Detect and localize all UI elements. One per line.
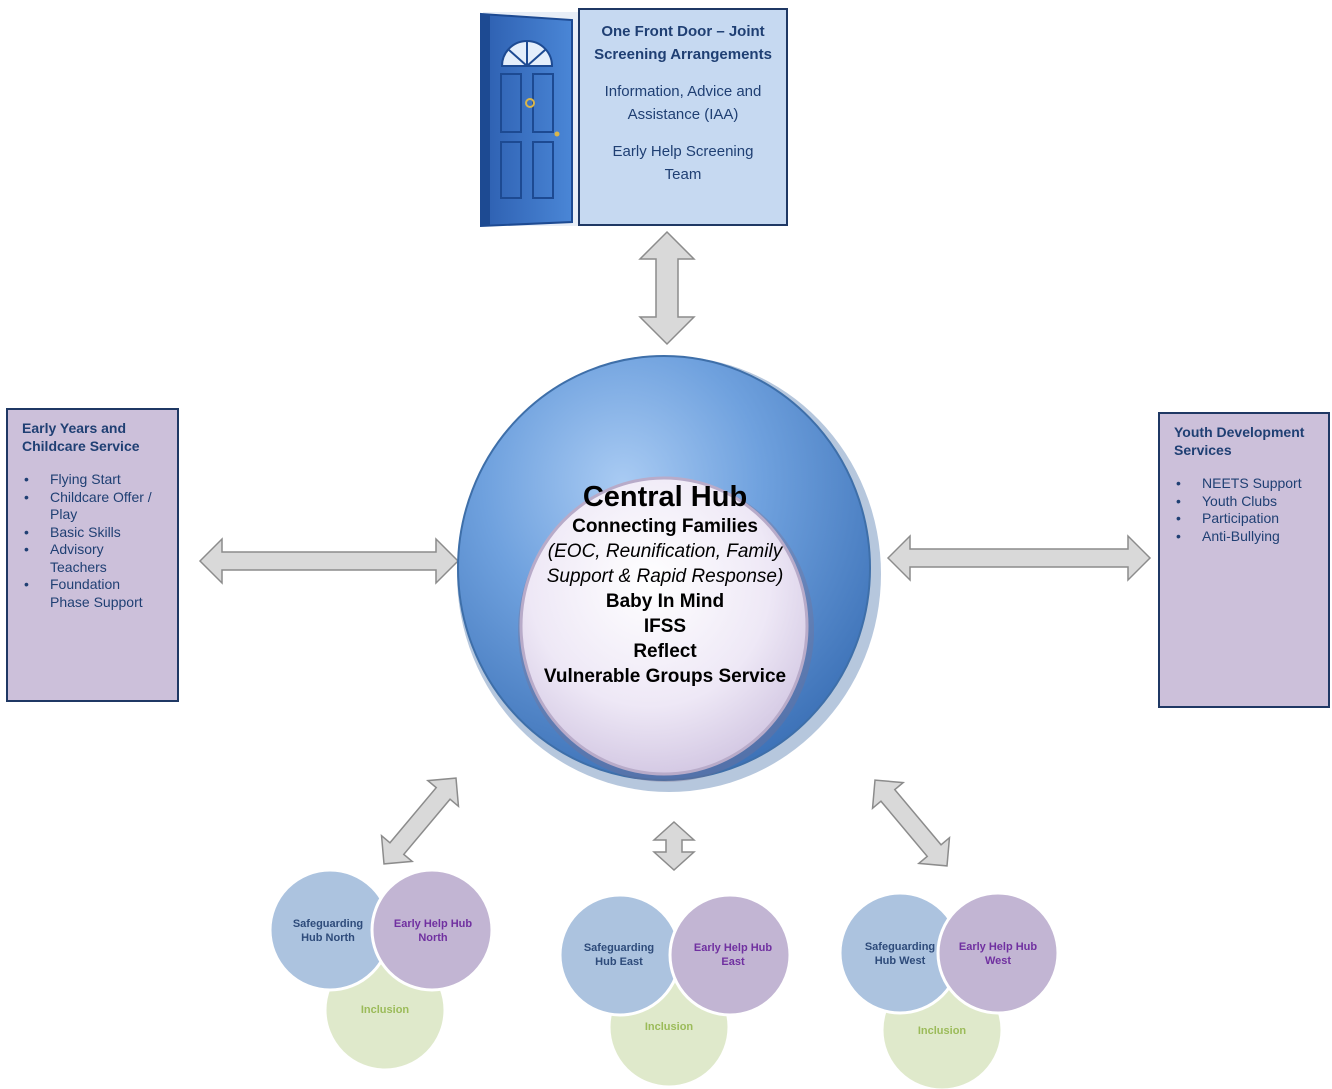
venn-north bbox=[268, 868, 494, 1072]
connecting-families: Connecting Families bbox=[572, 516, 758, 537]
safeguarding-hub-west: Safeguarding Hub West bbox=[864, 941, 936, 967]
list-item: Flying Start bbox=[22, 471, 163, 489]
youth-development-title: Youth Development Services bbox=[1174, 424, 1305, 458]
arrow-left-box-to-hub bbox=[198, 537, 460, 585]
venn-west bbox=[838, 891, 1060, 1089]
inclusion-north: Inclusion bbox=[360, 1004, 410, 1016]
safeguarding-hub-east: Safeguarding Hub East bbox=[583, 942, 655, 968]
central-hub-circle bbox=[457, 355, 881, 792]
list-item: Anti-Bullying bbox=[1174, 528, 1314, 546]
list-item: Foundation Phase Support bbox=[22, 576, 163, 611]
youth-development-list: NEETS Support Youth Clubs Participation … bbox=[1174, 475, 1314, 545]
early-years-title: Early Years and Childcare Service bbox=[22, 420, 140, 454]
venn-east bbox=[558, 893, 792, 1089]
ifss: IFSS bbox=[643, 616, 687, 637]
early-years-box: Early Years and Childcare Service Flying… bbox=[6, 408, 179, 702]
youth-development-box: Youth Development Services NEETS Support… bbox=[1158, 412, 1330, 708]
arrow-right-box-to-hub bbox=[886, 534, 1152, 582]
inclusion-west: Inclusion bbox=[917, 1025, 967, 1037]
front-door-iaa: Information, Advice and Assistance (IAA) bbox=[604, 83, 762, 123]
arrow-hub-to-east bbox=[652, 820, 696, 872]
reflect: Reflect bbox=[633, 641, 697, 662]
front-door-title: One Front Door – Joint Screening Arrange… bbox=[594, 23, 772, 63]
list-item: Participation bbox=[1174, 510, 1314, 528]
list-item: Childcare Offer / Play bbox=[22, 489, 163, 524]
front-door-box: One Front Door – Joint Screening Arrange… bbox=[578, 8, 788, 226]
arrow-hub-to-west bbox=[871, 779, 951, 867]
door-icon bbox=[479, 10, 579, 228]
list-item: Advisory Teachers bbox=[22, 541, 163, 576]
inclusion-east: Inclusion bbox=[644, 1021, 694, 1033]
vulnerable-groups-service: Vulnerable Groups Service bbox=[543, 666, 787, 687]
early-help-hub-west: Early Help Hub West bbox=[958, 941, 1038, 967]
list-item: NEETS Support bbox=[1174, 475, 1314, 493]
central-hub-text: Central Hub Connecting Families (EOC, Re… bbox=[540, 480, 790, 689]
baby-in-mind: Baby In Mind bbox=[605, 591, 725, 612]
early-help-hub-east: Early Help Hub East bbox=[693, 942, 773, 968]
central-hub-title: Central Hub bbox=[582, 481, 748, 513]
arrow-door-to-hub bbox=[638, 230, 696, 346]
early-years-list: Flying Start Childcare Offer / Play Basi… bbox=[22, 471, 163, 611]
list-item: Youth Clubs bbox=[1174, 493, 1314, 511]
list-item: Basic Skills bbox=[22, 524, 163, 542]
early-help-hub-north: Early Help Hub North bbox=[393, 918, 473, 944]
connecting-families-detail: (EOC, Reunification, Family Support & Ra… bbox=[546, 541, 784, 587]
front-door-screening-team: Early Help Screening Team bbox=[612, 143, 754, 183]
safeguarding-hub-north: Safeguarding Hub North bbox=[292, 918, 364, 944]
arrow-hub-to-north bbox=[380, 777, 460, 865]
